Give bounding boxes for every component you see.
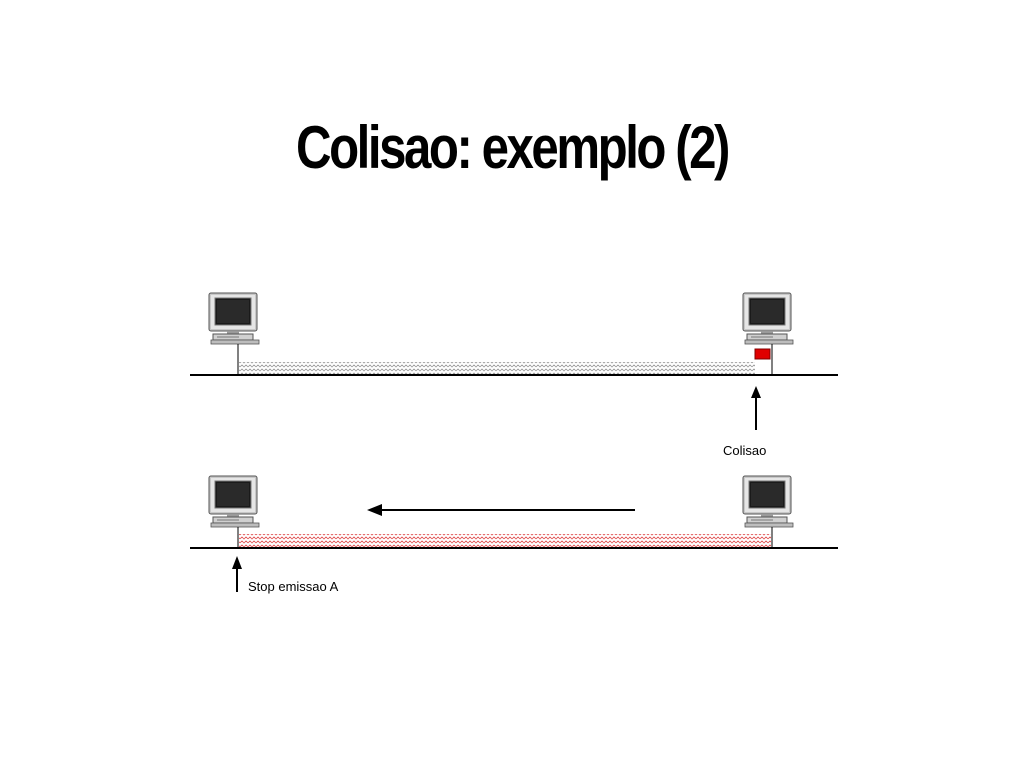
computer-icon (742, 292, 794, 345)
station-b-bottom (742, 475, 794, 548)
station-b-top (742, 292, 794, 375)
propagation-arrow-icon (367, 504, 635, 516)
stop-arrow-icon (232, 556, 242, 592)
signal-band-top (239, 362, 755, 374)
computer-icon (208, 475, 260, 528)
computer-icon (208, 292, 260, 345)
collision-label: Colisao (723, 443, 766, 458)
scene-stop-emission: Stop emissao A (190, 475, 838, 594)
scene-collision: Colisao (190, 292, 838, 458)
slide-title: Colisao: exemplo (2) (296, 114, 730, 181)
collision-signal-band (239, 534, 771, 547)
collision-flag-icon (754, 348, 771, 360)
stop-emission-label: Stop emissao A (248, 579, 339, 594)
station-a-bottom (208, 475, 260, 548)
station-a-top (208, 292, 260, 375)
collision-arrow-icon (751, 386, 761, 430)
computer-icon (742, 475, 794, 528)
